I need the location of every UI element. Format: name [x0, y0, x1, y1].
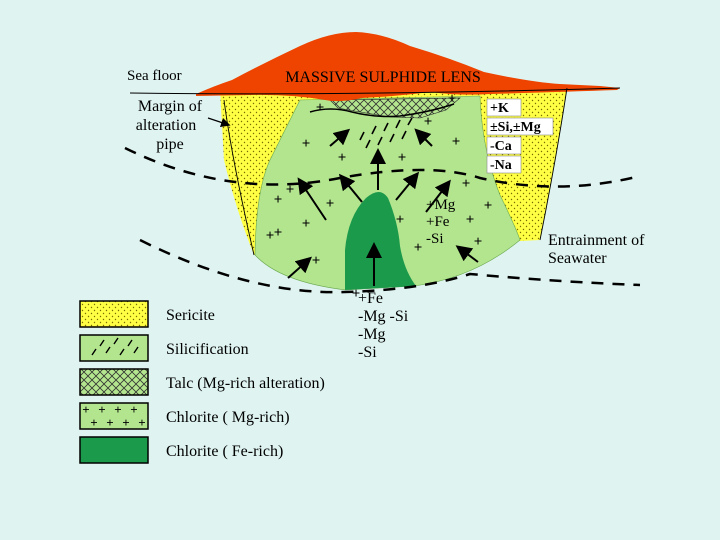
- plus-mark: +: [326, 196, 335, 212]
- plus-mark: +: [274, 225, 283, 241]
- legend-swatch: [79, 436, 149, 464]
- plus-mark: +: [452, 134, 461, 150]
- fluid-change-label: -Mg: [358, 326, 386, 343]
- plus-mark: +: [286, 182, 295, 198]
- chlorite-change-label: +Fe: [426, 214, 450, 230]
- fluid-change-label: -Mg -Si: [358, 308, 409, 325]
- legend-label: Talc (Mg-rich alteration): [166, 375, 325, 392]
- element-change-box: [486, 117, 554, 136]
- element-change-box: [486, 136, 522, 155]
- sea-floor-label: Sea floor: [127, 68, 182, 84]
- svg-text:+: +: [98, 402, 105, 417]
- sericite-element-changes: +K ±Si,±Mg -Ca -Na: [486, 98, 554, 174]
- dashes-icon: [91, 337, 139, 356]
- plus-mark: +: [302, 216, 311, 232]
- legend-label: Sericite: [166, 307, 215, 324]
- plus-icon: ++++++++: [82, 402, 145, 430]
- plus-mark: +: [312, 253, 321, 269]
- chlorite-fe-core: [345, 192, 416, 290]
- legend-swatch: [79, 402, 149, 430]
- plus-mark: +: [424, 114, 433, 130]
- margin-label-line1: Margin of: [138, 98, 203, 115]
- element-change-label: -Ca: [490, 139, 512, 154]
- legend-label: Silicification: [166, 341, 249, 358]
- element-change-label: ±Si,±Mg: [490, 120, 541, 135]
- element-change-box: [486, 155, 522, 174]
- fluid-change-label: -Si: [358, 344, 377, 361]
- plus-mark: +: [352, 286, 361, 302]
- plus-mark: +: [266, 228, 275, 244]
- svg-text:+: +: [106, 415, 113, 430]
- fluid-change-label: +Fe: [358, 290, 383, 307]
- seawater-flowline-upper: [124, 146, 641, 188]
- legend-label: Chlorite ( Fe-rich): [166, 443, 283, 460]
- legend-item: ++++++++Chlorite ( Mg-rich): [79, 402, 290, 430]
- legend-item: Chlorite ( Fe-rich): [79, 436, 283, 464]
- margin-label-line3: pipe: [156, 136, 184, 153]
- talc-zone: [329, 97, 461, 119]
- chlorite-change-label: +Mg: [426, 197, 456, 213]
- legend-item: Talc (Mg-rich alteration): [79, 368, 325, 396]
- silicification-dashes: [359, 117, 413, 149]
- plus-mark: +: [474, 234, 483, 250]
- plus-mark: +: [484, 198, 493, 214]
- chlorite-change-label: -Si: [426, 231, 444, 247]
- plus-mark: +: [448, 91, 457, 107]
- element-change-label: -Na: [490, 158, 512, 173]
- plus-mark: +: [414, 240, 423, 256]
- legend-label: Chlorite ( Mg-rich): [166, 409, 290, 426]
- plus-mark: +: [462, 176, 471, 192]
- legend-swatch: [79, 368, 149, 396]
- svg-text:+: +: [114, 402, 121, 417]
- plus-mark: +: [338, 150, 347, 166]
- margin-label-line2: alteration: [136, 117, 196, 134]
- svg-text:+: +: [90, 415, 97, 430]
- chlorite-element-changes: +Mg+Fe-Si: [426, 197, 456, 247]
- svg-text:+: +: [122, 415, 129, 430]
- fluid-flow-arrows: [287, 128, 479, 286]
- plus-mark: +: [274, 192, 283, 208]
- plus-mark: +: [398, 150, 407, 166]
- plus-mark: +: [316, 100, 325, 116]
- element-change-box: [486, 98, 522, 117]
- fluid-element-changes: +Fe-Mg -Si-Mg-Si: [358, 290, 409, 361]
- entrainment-label-line1: Entrainment of: [548, 232, 645, 249]
- element-change-label: +K: [490, 101, 509, 116]
- plus-mark: +: [302, 136, 311, 152]
- legend-swatch: [79, 300, 149, 328]
- entrainment-label-line2: Seawater: [548, 250, 607, 267]
- plus-mark: +: [396, 212, 405, 228]
- plus-mark: +: [466, 212, 475, 228]
- massive-sulphide-lens: [196, 32, 620, 102]
- seawater-flowline-lower: [139, 238, 641, 294]
- svg-text:+: +: [130, 402, 137, 417]
- svg-text:+: +: [82, 402, 89, 417]
- svg-text:+: +: [138, 415, 145, 430]
- massive-sulphide-lens-label: MASSIVE SULPHIDE LENS: [285, 69, 481, 86]
- legend-item: Sericite: [79, 300, 215, 328]
- legend-item: Silicification: [79, 334, 249, 362]
